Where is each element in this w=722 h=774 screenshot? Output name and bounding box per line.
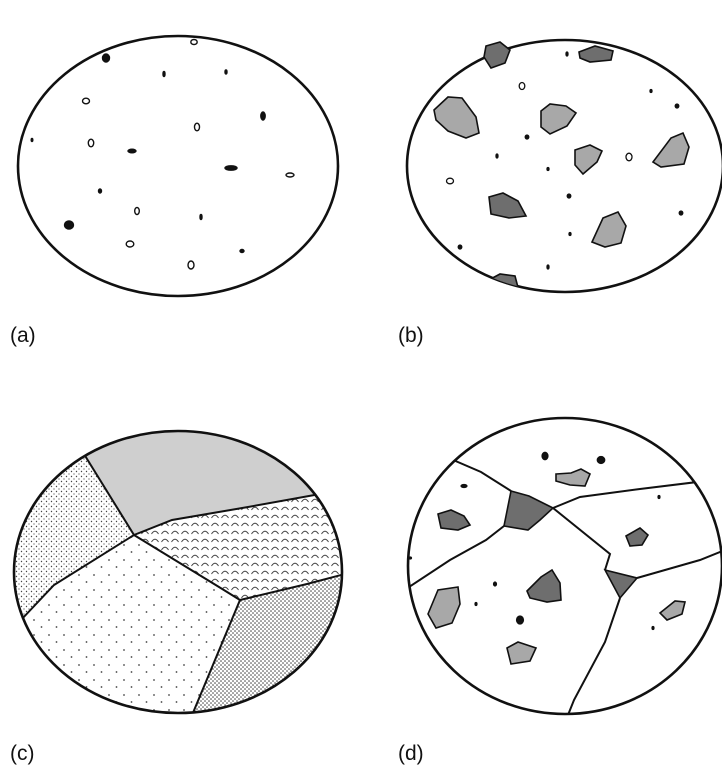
nucleus xyxy=(461,485,467,488)
nucleus xyxy=(652,627,654,630)
nucleus xyxy=(65,221,74,229)
nucleus xyxy=(547,265,549,269)
nucleus xyxy=(99,189,102,193)
panel-d-grains xyxy=(428,469,685,664)
nucleus xyxy=(225,70,227,74)
panel-label-c: (c) xyxy=(10,742,35,765)
nucleus xyxy=(31,139,33,142)
nucleus xyxy=(496,154,498,158)
triple-junction-phase xyxy=(504,491,553,530)
grain-dark xyxy=(626,528,648,546)
nucleus xyxy=(658,496,660,499)
grain-dark xyxy=(438,510,470,530)
nucleus xyxy=(128,149,136,153)
nucleus xyxy=(566,52,568,56)
nucleus xyxy=(458,245,462,249)
panel-b xyxy=(407,40,722,295)
nucleus xyxy=(126,241,134,247)
nucleus xyxy=(200,215,202,220)
nucleus xyxy=(650,90,652,93)
panel-label-a: (a) xyxy=(10,324,36,347)
panel-a-circle xyxy=(18,36,338,296)
grain-medium xyxy=(660,601,685,620)
panel-label-d: (d) xyxy=(398,742,424,765)
nucleus xyxy=(195,123,200,131)
nucleus xyxy=(679,211,683,215)
nucleus xyxy=(547,168,549,171)
nucleus xyxy=(163,72,165,77)
panel-c xyxy=(0,420,360,720)
panel-d-circle xyxy=(408,418,722,714)
nucleus xyxy=(475,603,477,606)
nucleus xyxy=(675,104,679,108)
panel-d-boundaries xyxy=(400,450,722,720)
nucleus xyxy=(494,582,497,586)
grain-medium xyxy=(428,587,460,628)
nucleus xyxy=(191,40,197,45)
nucleus xyxy=(569,233,571,236)
nucleus xyxy=(567,194,571,198)
triple-junction-phase xyxy=(605,570,637,598)
panel-a xyxy=(18,36,338,296)
panel-d xyxy=(400,418,722,720)
nucleus xyxy=(525,135,529,139)
nucleus xyxy=(103,54,110,62)
nucleus xyxy=(517,616,524,624)
nucleus xyxy=(261,112,265,120)
panel-label-b: (b) xyxy=(398,324,424,347)
nucleus xyxy=(240,250,244,253)
nucleus xyxy=(626,153,632,161)
nucleus xyxy=(286,173,294,177)
grain-medium xyxy=(507,642,536,664)
nucleus xyxy=(188,261,194,269)
grain-medium xyxy=(556,469,590,486)
nucleus xyxy=(135,208,140,215)
nucleus xyxy=(88,139,93,147)
nucleus xyxy=(597,457,605,464)
nucleus xyxy=(83,98,90,104)
grain-dark xyxy=(527,570,561,602)
nucleus xyxy=(542,452,548,460)
nucleus xyxy=(225,166,237,170)
nucleus xyxy=(447,178,454,184)
nucleus xyxy=(519,83,525,90)
